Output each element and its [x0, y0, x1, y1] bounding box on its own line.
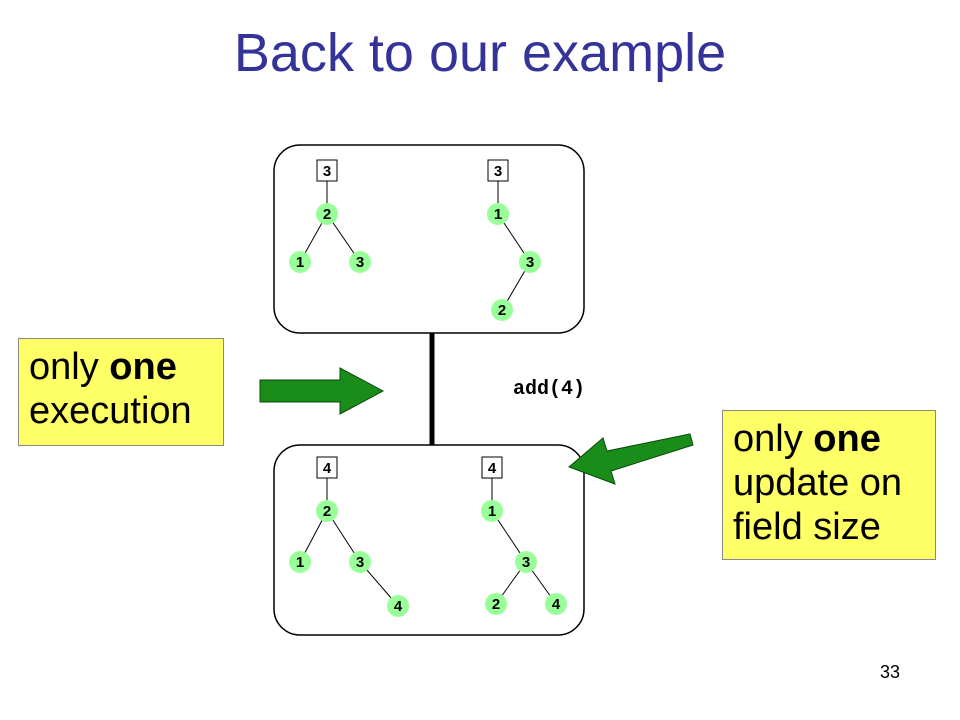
svg-text:3: 3 [522, 554, 530, 571]
svg-text:3: 3 [356, 254, 364, 271]
tree-node [316, 203, 338, 225]
page-title: Back to our example [233, 23, 727, 83]
svg-text:4: 4 [552, 596, 561, 613]
svg-text:4: 4 [394, 598, 403, 615]
tree-before-1: 3 2 1 3 [289, 159, 371, 273]
size-field [316, 456, 338, 479]
svg-text:3: 3 [526, 254, 534, 271]
svg-text:1: 1 [296, 554, 304, 571]
tree-node [316, 500, 338, 522]
arrow-down-left-icon [568, 433, 694, 485]
tree-node [519, 251, 541, 273]
tree-after-1: 4 2 1 3 4 [289, 456, 409, 617]
svg-text:2: 2 [323, 206, 331, 223]
callout-one-execution: only one execution [18, 338, 224, 446]
state-box-before [273, 144, 585, 334]
svg-text:2: 2 [323, 503, 331, 520]
tree-node [481, 500, 503, 522]
tree-node [485, 593, 507, 615]
size-field [316, 159, 338, 182]
svg-text:2: 2 [492, 596, 500, 613]
tree-node [289, 551, 311, 573]
size-field [487, 159, 509, 182]
tree-before-2: 3 1 3 2 [487, 159, 541, 321]
size-field-label: 3 [323, 163, 331, 180]
svg-text:1: 1 [494, 206, 502, 223]
tree-node [387, 595, 409, 617]
tree-node [349, 551, 371, 573]
tree-node [491, 299, 513, 321]
size-field-label: 4 [488, 460, 497, 477]
arrow-right-icon [259, 367, 385, 415]
tree-node [487, 203, 509, 225]
size-field-label: 4 [323, 460, 332, 477]
callout-one-update: only one update on field size [722, 410, 936, 560]
tree-node [545, 593, 567, 615]
svg-text:1: 1 [296, 254, 304, 271]
tree-node [349, 251, 371, 273]
tree-node [515, 551, 537, 573]
svg-text:2: 2 [498, 302, 506, 319]
page-number: 33 [880, 662, 901, 682]
tree-after-2: 4 1 3 2 4 [481, 456, 567, 615]
size-field-label: 3 [494, 163, 502, 180]
operation-label: add(4) [513, 378, 586, 401]
tree-node [289, 251, 311, 273]
state-box-after [273, 444, 585, 636]
svg-text:3: 3 [356, 554, 364, 571]
svg-text:1: 1 [488, 503, 496, 520]
size-field [481, 456, 503, 479]
